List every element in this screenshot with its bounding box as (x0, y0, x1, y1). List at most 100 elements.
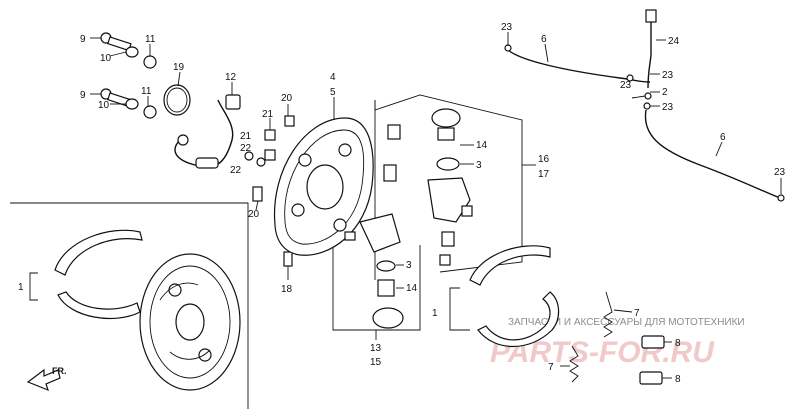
spring-clip-8b (639, 371, 663, 385)
callout-21: 21 (262, 109, 274, 120)
brake-panel-inset-hub (175, 303, 205, 341)
adjuster-spring (439, 254, 451, 266)
pipe-fitting-23c (644, 92, 652, 100)
pipe-joint-24 (647, 20, 652, 89)
callout-8: 8 (675, 338, 681, 349)
pipe-fitting-23d (643, 102, 651, 110)
nut-21b (264, 149, 276, 161)
piston-14b (377, 279, 395, 297)
callout-5: 5 (330, 87, 336, 98)
o-ring-19 (163, 84, 191, 116)
callout-11: 11 (141, 86, 152, 97)
hose-joint-12 (225, 94, 241, 110)
callout-2: 2 (662, 87, 668, 98)
callout-23: 23 (620, 80, 632, 91)
callout-6: 6 (720, 132, 726, 143)
return-spring-7a (603, 291, 613, 338)
sealing-washer-10b (125, 98, 139, 110)
fasteners (244, 115, 295, 267)
washer-22b (244, 151, 254, 161)
front-direction-arrow: FR. (26, 366, 67, 392)
leader-20b (255, 200, 259, 211)
callout-17: 17 (538, 169, 550, 180)
brake-panel-hub (306, 164, 344, 210)
sealing-washer-10a (125, 46, 139, 58)
brake-shoe-lower-right (477, 291, 560, 348)
callout-21: 21 (240, 131, 252, 142)
brake-shoe-lower (57, 291, 141, 320)
inset-brake-shoes (54, 229, 241, 391)
callout-10: 10 (100, 53, 112, 64)
callout-9: 9 (80, 34, 86, 45)
callout-18: 18 (281, 284, 293, 295)
brake-panel-rim (284, 129, 365, 245)
brake-pipes (504, 9, 785, 202)
brake-panel-main (273, 117, 374, 256)
return-spring-7b (569, 345, 579, 383)
cup-3b (376, 260, 396, 272)
callout-22: 22 (230, 165, 242, 176)
inset-spring-2 (169, 349, 211, 360)
nut-21a (264, 129, 276, 141)
wheel-cylinder-body-13-15 (359, 213, 401, 253)
brake-pipe-6a (507, 49, 651, 83)
callout-7: 7 (548, 362, 554, 373)
inset-frame (10, 202, 249, 409)
bracket-1-right (449, 287, 470, 331)
bracket-13-15 (332, 245, 421, 331)
bleeder-lower (383, 164, 397, 182)
spring-clip-8a (641, 335, 665, 349)
dust-boot-lower (372, 307, 404, 329)
callout-23: 23 (662, 70, 674, 81)
adjuster (441, 231, 455, 247)
cylinder-screw (344, 231, 356, 241)
front-arrow-icon (26, 368, 61, 392)
brake-shoe-upper (54, 229, 143, 276)
bolt-18 (283, 251, 293, 267)
leader-7a (613, 309, 633, 313)
callout-6: 6 (541, 34, 547, 45)
brake-panel-inset-rim (149, 265, 231, 379)
callout-14: 14 (476, 140, 488, 151)
callout-23: 23 (774, 167, 786, 178)
leader-19 (177, 71, 181, 87)
callout-24: 24 (668, 36, 680, 47)
callout-16: 16 (538, 154, 550, 165)
panel-hole-4 (333, 218, 347, 232)
cup-3a (436, 157, 460, 171)
callout-1: 1 (18, 282, 24, 293)
dust-boot-upper (431, 108, 461, 128)
cylinder-bolt (461, 205, 473, 217)
wheel-cylinder-upper (387, 108, 473, 266)
grommet-11a (143, 55, 157, 69)
watermark-caption: ЗАПЧАСТИ И АКСЕССУАРЫ ДЛЯ МОТОТЕХНИКИ (508, 317, 745, 328)
brake-hose-assemblies (100, 32, 241, 169)
bleeder-screw (387, 124, 401, 140)
callout-23: 23 (662, 102, 674, 113)
leader-6b (715, 141, 723, 157)
callout-15: 15 (370, 357, 382, 368)
callout-8: 8 (675, 374, 681, 385)
inset-spring-1 (159, 282, 199, 301)
hose-end-fitting (177, 134, 189, 146)
o-ring-19-inner (166, 87, 188, 113)
brake-pipe-6b (644, 109, 781, 199)
front-direction-label: FR. (52, 366, 67, 376)
callout-12: 12 (225, 72, 237, 83)
part-callouts: 9 10 11 19 12 9 10 11 20 21 21 22 22 20 … (18, 22, 786, 385)
washer-22a (256, 157, 266, 167)
panel-hole-1 (298, 153, 312, 167)
callout-1: 1 (432, 308, 438, 319)
leader-6a (544, 43, 549, 63)
callout-10: 10 (98, 100, 110, 111)
callout-13: 13 (370, 343, 382, 354)
hose-clamp (195, 157, 219, 169)
callout-9: 9 (80, 90, 86, 101)
leader-23c (631, 95, 646, 99)
callout-11: 11 (145, 34, 156, 45)
grommet-11b (143, 105, 157, 119)
pipe-fitting-23b (626, 74, 634, 82)
frame-lines (10, 94, 523, 409)
callout-23: 23 (501, 22, 513, 33)
